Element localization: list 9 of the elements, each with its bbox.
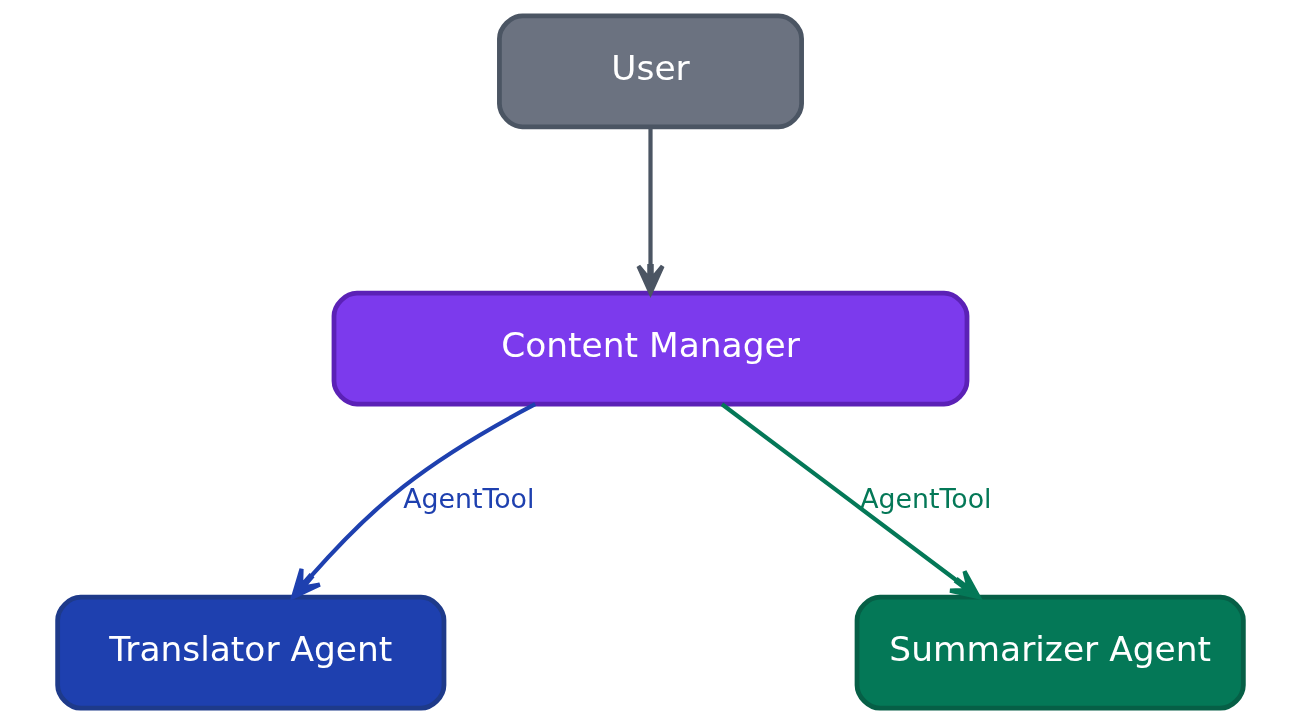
node-box: User xyxy=(496,13,804,130)
arrow xyxy=(635,127,665,295)
edge-label: AgentTool xyxy=(402,482,534,514)
arrow xyxy=(290,402,536,600)
arrow xyxy=(720,402,981,600)
node-box: Content Manager xyxy=(331,290,969,407)
edge-label: AgentTool xyxy=(859,482,991,514)
node-box: Translator Agent xyxy=(54,594,446,711)
node-box: Summarizer Agent xyxy=(854,594,1246,711)
